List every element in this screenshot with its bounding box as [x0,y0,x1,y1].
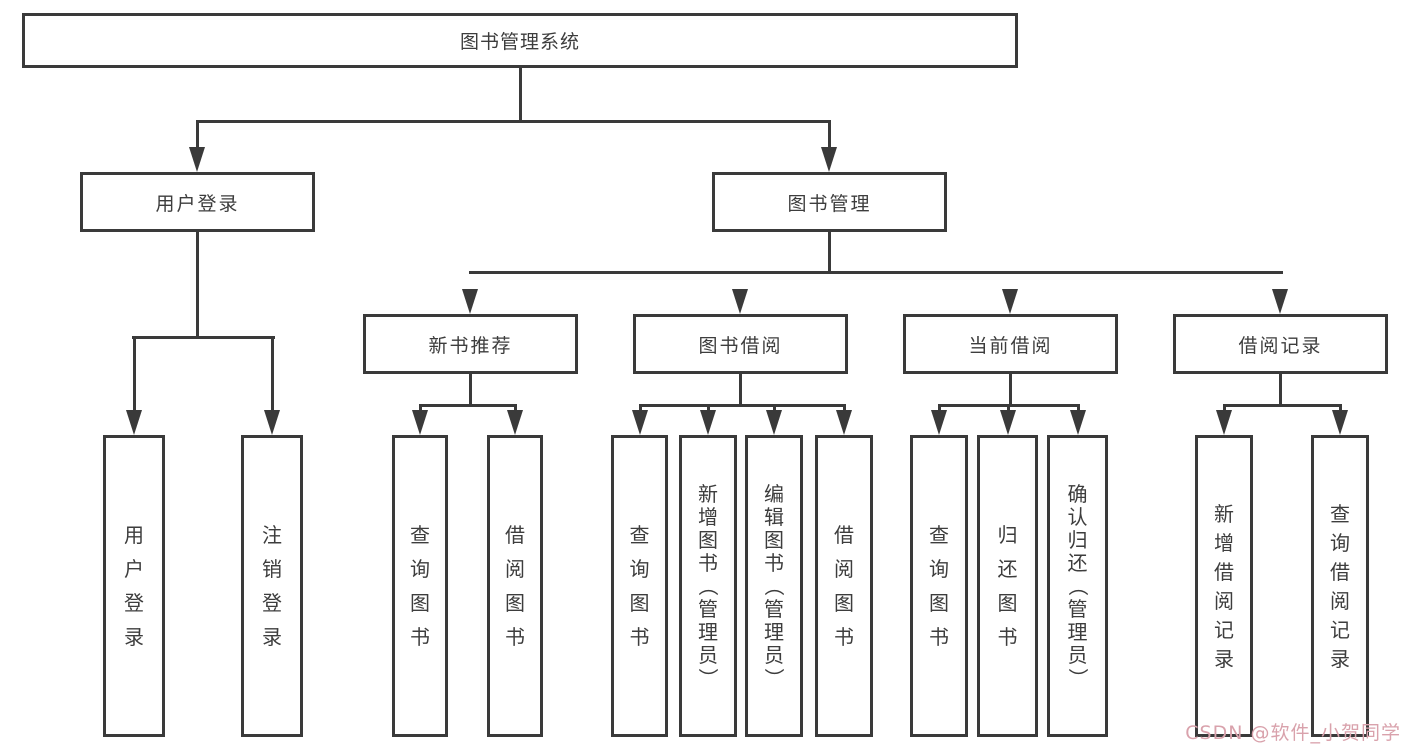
arrowhead-down-icon [766,410,782,435]
arrowhead-down-icon [507,410,523,435]
connector-line [270,336,274,413]
connector-line [1278,374,1282,406]
arrowhead-down-icon [1002,289,1018,314]
connector-line [1008,374,1012,406]
node-book-management: 图书管理 [712,172,947,232]
node-library-system: 图书管理系统 [22,13,1018,68]
node-user-login: 用户登录 [80,172,315,232]
connector-line [1223,404,1342,407]
vertical-label: 查询借阅记录 [1330,501,1350,671]
node-book-borrow: 图书借阅 [633,314,848,374]
connector-line [196,120,831,123]
connector-line [195,232,199,338]
connector-line [1076,404,1080,413]
arrowhead-down-icon [700,410,716,435]
arrowhead-down-icon [821,147,837,172]
node-new-book-recommend: 新书推荐 [363,314,578,374]
vertical-label: 查询图书 [629,523,650,649]
arrowhead-down-icon [836,410,852,435]
connector-line [937,404,941,413]
arrowhead-down-icon [462,289,478,314]
arrowhead-down-icon [412,410,428,435]
leaf-confirm-return-admin: 确认归还（管理员） [1047,435,1108,737]
arrowhead-down-icon [126,410,142,435]
leaf-add-books-admin: 新增图书（管理员） [679,435,737,737]
vertical-label: 借阅图书 [834,523,854,649]
connector-line [419,404,517,407]
connector-line [418,404,422,413]
connector-line [1338,404,1342,413]
connector-line [842,404,846,413]
connector-line [468,374,472,406]
arrowhead-down-icon [632,410,648,435]
vertical-label: 用户登录 [124,523,144,649]
leaf-query-books-current: 查询图书 [910,435,968,737]
leaf-return-books: 归还图书 [977,435,1038,737]
connector-line [1006,404,1010,413]
leaf-add-borrow-record: 新增借阅记录 [1195,435,1253,737]
connector-line [827,120,831,150]
arrowhead-down-icon [1216,410,1232,435]
arrowhead-down-icon [1332,410,1348,435]
leaf-edit-books-admin: 编辑图书（管理员） [745,435,803,737]
connector-line [469,271,1283,274]
connector-line [132,336,275,339]
arrowhead-down-icon [1272,289,1288,314]
connector-line [706,404,710,413]
watermark: CSDN @软件_小贺同学 [1185,722,1401,744]
connector-line [132,336,136,413]
arrowhead-down-icon [931,410,947,435]
vertical-label: 确认归还（管理员） [1065,482,1090,688]
connector-line [195,120,199,150]
vertical-label: 查询图书 [929,523,949,649]
connector-line [518,68,522,122]
leaf-query-books-recommend: 查询图书 [392,435,448,737]
arrowhead-down-icon [1000,410,1016,435]
connector-line [638,404,642,413]
leaf-query-books-borrow: 查询图书 [611,435,668,737]
leaf-query-borrow-record: 查询借阅记录 [1311,435,1369,737]
arrowhead-down-icon [264,410,280,435]
connector-line [772,404,776,413]
vertical-label: 借阅图书 [505,523,525,649]
vertical-label: 新增图书（管理员） [696,482,720,688]
connector-line [513,404,517,413]
node-current-borrow: 当前借阅 [903,314,1118,374]
vertical-label: 注销登录 [262,523,282,649]
vertical-label: 新增借阅记录 [1214,501,1234,671]
connector-line [738,374,742,406]
connector-line [1222,404,1226,413]
node-borrow-records: 借阅记录 [1173,314,1388,374]
arrowhead-down-icon [1070,410,1086,435]
connector-line [827,232,831,273]
leaf-logout: 注销登录 [241,435,303,737]
connector-line [639,404,845,407]
leaf-borrow-books: 借阅图书 [815,435,873,737]
arrowhead-down-icon [732,289,748,314]
vertical-label: 归还图书 [997,523,1018,649]
leaf-borrow-books-recommend: 借阅图书 [487,435,543,737]
vertical-label: 编辑图书（管理员） [762,482,786,688]
vertical-label: 查询图书 [410,523,430,649]
arrowhead-down-icon [189,147,205,172]
leaf-user-login: 用户登录 [103,435,165,737]
